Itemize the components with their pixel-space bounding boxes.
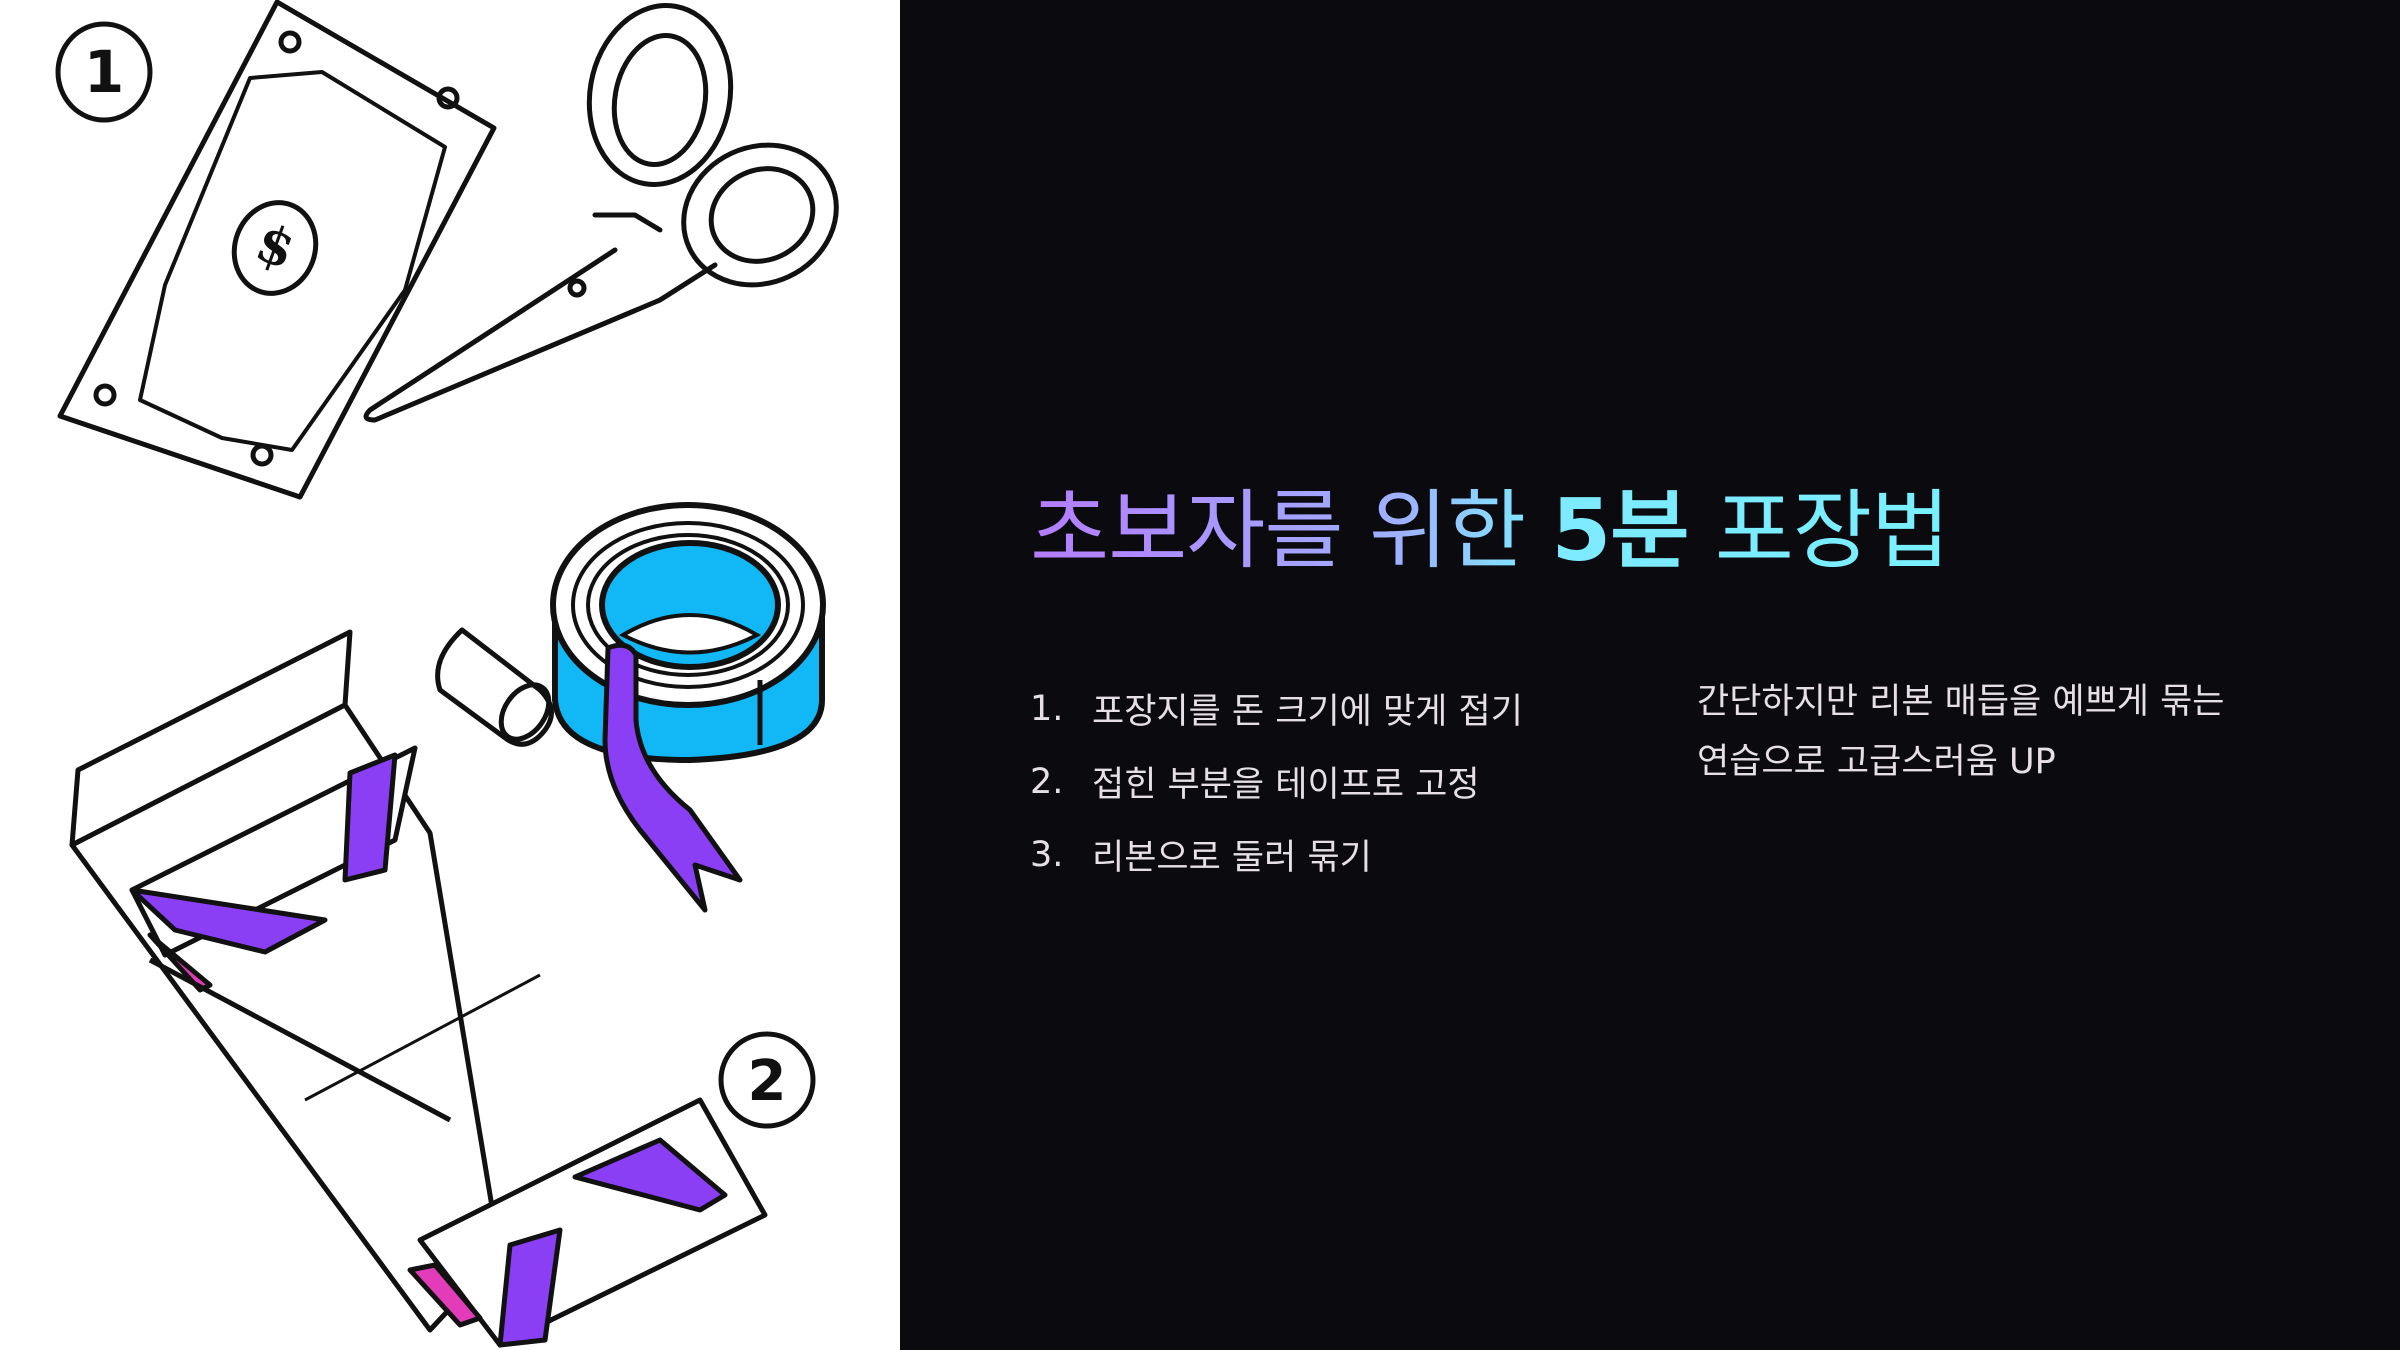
dollar-bill-icon xyxy=(57,0,497,500)
content-panel xyxy=(900,0,2400,1350)
description-line: 연습으로 고급스러움 UP xyxy=(1697,742,2056,782)
step-text: 접힌 부분을 테이프로 고정 xyxy=(1092,765,1480,805)
page-title: 초보자를 위한 5분 포장법 xyxy=(1030,460,1949,585)
step-1-badge-icon xyxy=(55,21,153,123)
scissors-icon xyxy=(363,3,839,423)
step-number: 2. xyxy=(1030,761,1064,802)
step-text: 포장지를 돈 크기에 맞게 접기 xyxy=(1092,692,1523,732)
dollar-sign-icon: $ xyxy=(248,212,303,282)
tape-roll-icon xyxy=(550,502,826,764)
description-line: 간단하지만 리본 매듭을 예쁘게 묶는 xyxy=(1697,682,2225,722)
step-text: 리본으로 둘러 묶기 xyxy=(1092,838,1372,878)
step-2-badge-icon xyxy=(718,1031,816,1129)
chalk-icon xyxy=(435,627,554,747)
title-part-1: 초보자를 위한 xyxy=(1030,481,1526,581)
title-part-3: 포장법 xyxy=(1714,481,1950,581)
step-item: 1. 포장지를 돈 크기에 맞게 접기 xyxy=(1030,672,1523,745)
step-item: 3. 리본으로 둘러 묶기 xyxy=(1030,818,1523,891)
ribbon-icon xyxy=(602,642,743,913)
step-number: 1. xyxy=(1030,688,1064,729)
step-item: 2. 접힌 부분을 테이프로 고정 xyxy=(1030,745,1523,818)
gift-wrap-box-icon xyxy=(69,629,768,1348)
illustration-panel: 1 2 $ xyxy=(0,0,900,1350)
step-1-number: 1 xyxy=(84,38,124,106)
gift-wrapping-illustration: 1 2 $ xyxy=(55,0,839,1348)
title-part-2: 5분 xyxy=(1551,481,1689,581)
step-number: 3. xyxy=(1030,834,1064,875)
steps-list: 1. 포장지를 돈 크기에 맞게 접기 2. 접힌 부분을 테이프로 고정 3.… xyxy=(1030,672,1523,891)
step-2-number: 2 xyxy=(748,1049,787,1114)
description-text: 간단하지만 리본 매듭을 예쁘게 묶는 연습으로 고급스러움 UP xyxy=(1697,672,2297,792)
